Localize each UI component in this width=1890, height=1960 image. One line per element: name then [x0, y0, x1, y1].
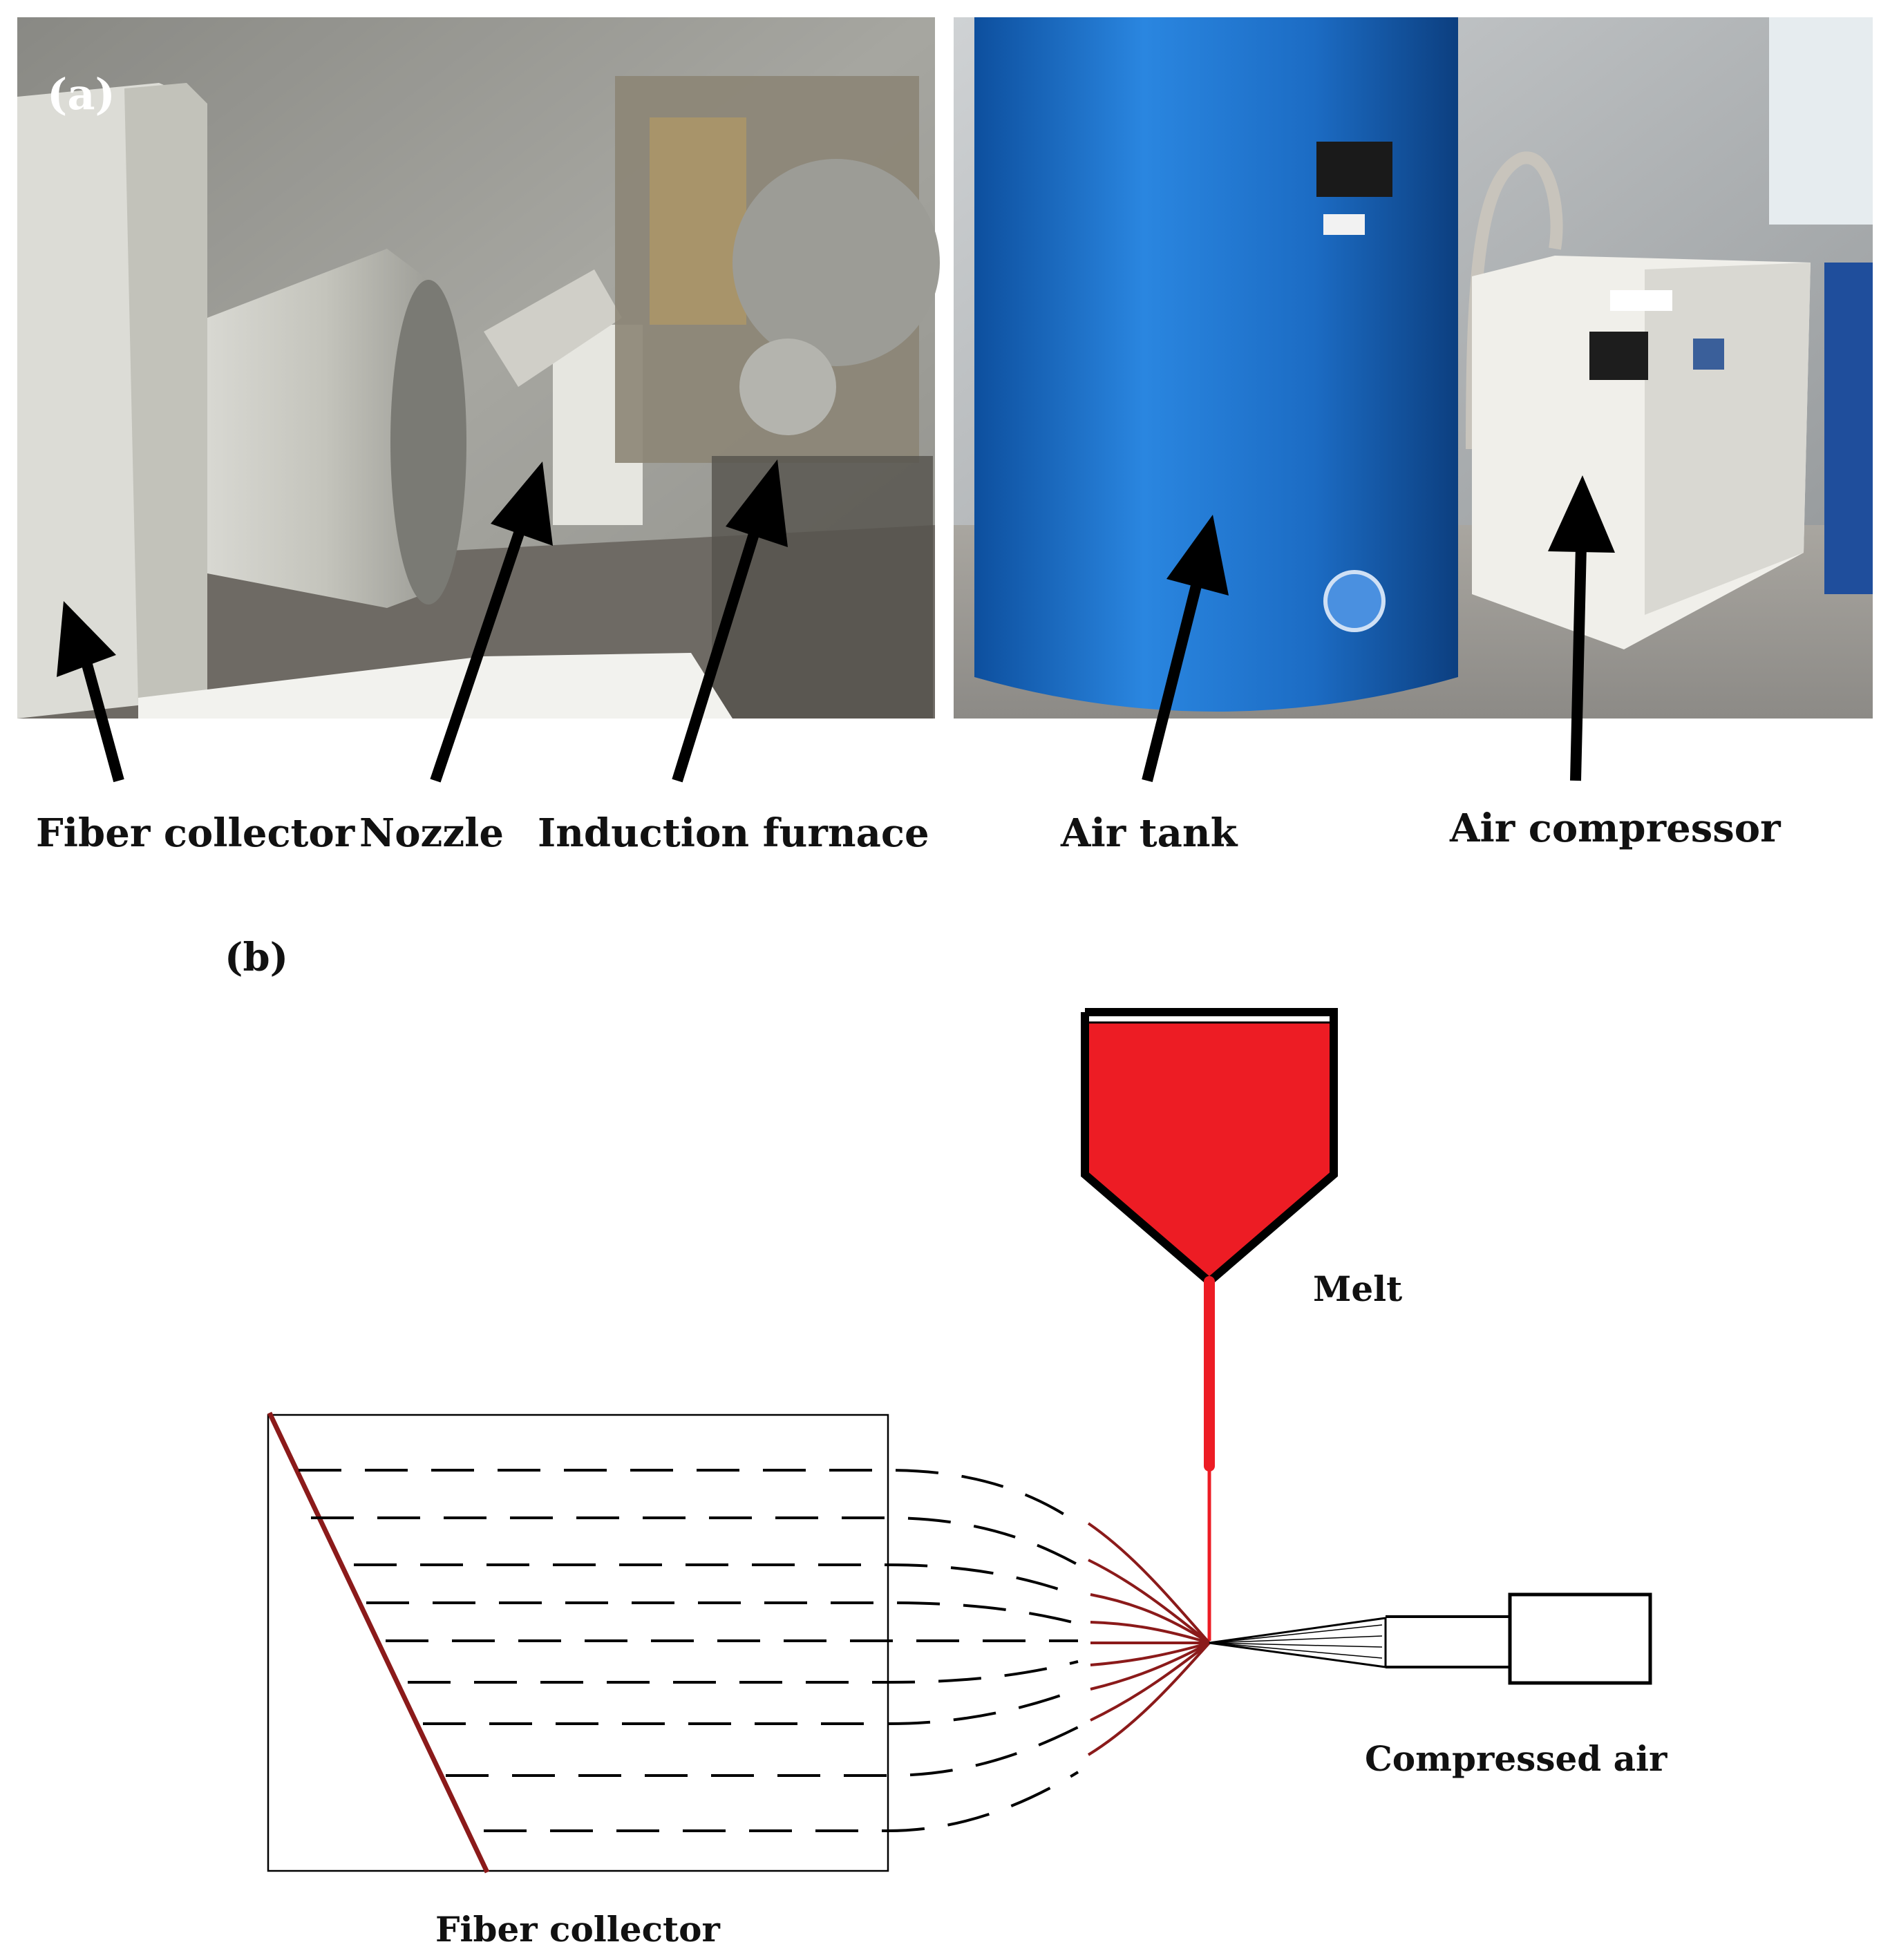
melt-crucible: [1081, 1008, 1338, 1287]
arrow-icon: [1548, 475, 1615, 781]
compressor-display: [1589, 332, 1648, 380]
flow-line: [366, 1601, 1079, 1625]
photo-right: [954, 17, 1873, 719]
cabinet-blue: [1824, 263, 1873, 594]
nozzle-streamline: [1212, 1642, 1383, 1659]
crucible-outline: [1081, 1008, 1338, 1287]
nozzle-streamline: [1212, 1635, 1383, 1644]
flow-line: [446, 1726, 1079, 1777]
label-compressed-air: Compressed air: [1365, 1738, 1667, 1779]
fiber: [1090, 1642, 1211, 1722]
label-induction-furnace: Induction furnace: [538, 810, 929, 856]
furnace-panel: [650, 117, 746, 325]
tank-valve: [1323, 570, 1386, 632]
fibers: [1087, 1522, 1211, 1756]
nozzle-streamline: [1212, 1642, 1383, 1648]
window: [1769, 17, 1873, 225]
label-fiber-collector-a: Fiber collector: [36, 810, 356, 856]
label-fiber-collector-b: Fiber collector: [435, 1909, 720, 1950]
fiber: [1087, 1642, 1211, 1756]
collector-plate: [267, 1411, 490, 1874]
collector-cabinet-side: [124, 83, 207, 705]
label-nozzle: Nozzle: [359, 810, 504, 856]
air-source-box: [1508, 1592, 1652, 1685]
tank-nameplate: [1316, 142, 1392, 197]
flow-line: [423, 1688, 1079, 1725]
panel-a-tag: (a): [47, 69, 115, 120]
tank-label: [1323, 214, 1365, 235]
arrow-icon: [1142, 515, 1229, 782]
collector-cone: [207, 249, 442, 608]
fiber: [1090, 1642, 1210, 1666]
fiber: [1090, 1642, 1210, 1691]
flow-line: [354, 1563, 1079, 1597]
fiber: [1090, 1621, 1210, 1644]
nozzle-taper: [1209, 1617, 1387, 1668]
photo-left: [17, 17, 940, 719]
furnace-motor: [733, 159, 940, 366]
nozzle-streamline: [1212, 1624, 1383, 1644]
compressor-panel: [1693, 339, 1724, 370]
arrows-panel-a: [57, 459, 1615, 783]
melt-fill: [1085, 1022, 1334, 1282]
arrow-icon: [57, 601, 124, 783]
white-sheet: [138, 653, 733, 719]
flow-lines: [299, 1469, 1079, 1832]
label-melt: Melt: [1313, 1268, 1402, 1309]
furnace-motor-hub: [739, 339, 836, 435]
flow-line: [311, 1516, 1079, 1566]
flow-line: [299, 1469, 1079, 1525]
fiber: [1090, 1593, 1211, 1644]
flow-line: [408, 1660, 1079, 1684]
furnace-stand: [712, 456, 933, 719]
label-air-tank: Air tank: [1060, 810, 1238, 856]
air-nozzle: [1209, 1592, 1652, 1685]
compressor-handle: [1610, 290, 1672, 311]
compressor-side: [1645, 263, 1811, 615]
cone-mouth: [390, 280, 466, 605]
panel-b-tag: (b): [225, 935, 288, 980]
fiber: [1088, 1559, 1211, 1644]
nozzle-block: [484, 269, 622, 387]
fiber: [1087, 1522, 1211, 1644]
arrow-icon: [430, 462, 553, 783]
collector-box: [267, 1414, 889, 1872]
air-tank-body: [974, 17, 1458, 712]
flow-line: [484, 1771, 1079, 1832]
label-air-compressor: Air compressor: [1449, 806, 1782, 851]
arrow-icon: [672, 459, 788, 783]
